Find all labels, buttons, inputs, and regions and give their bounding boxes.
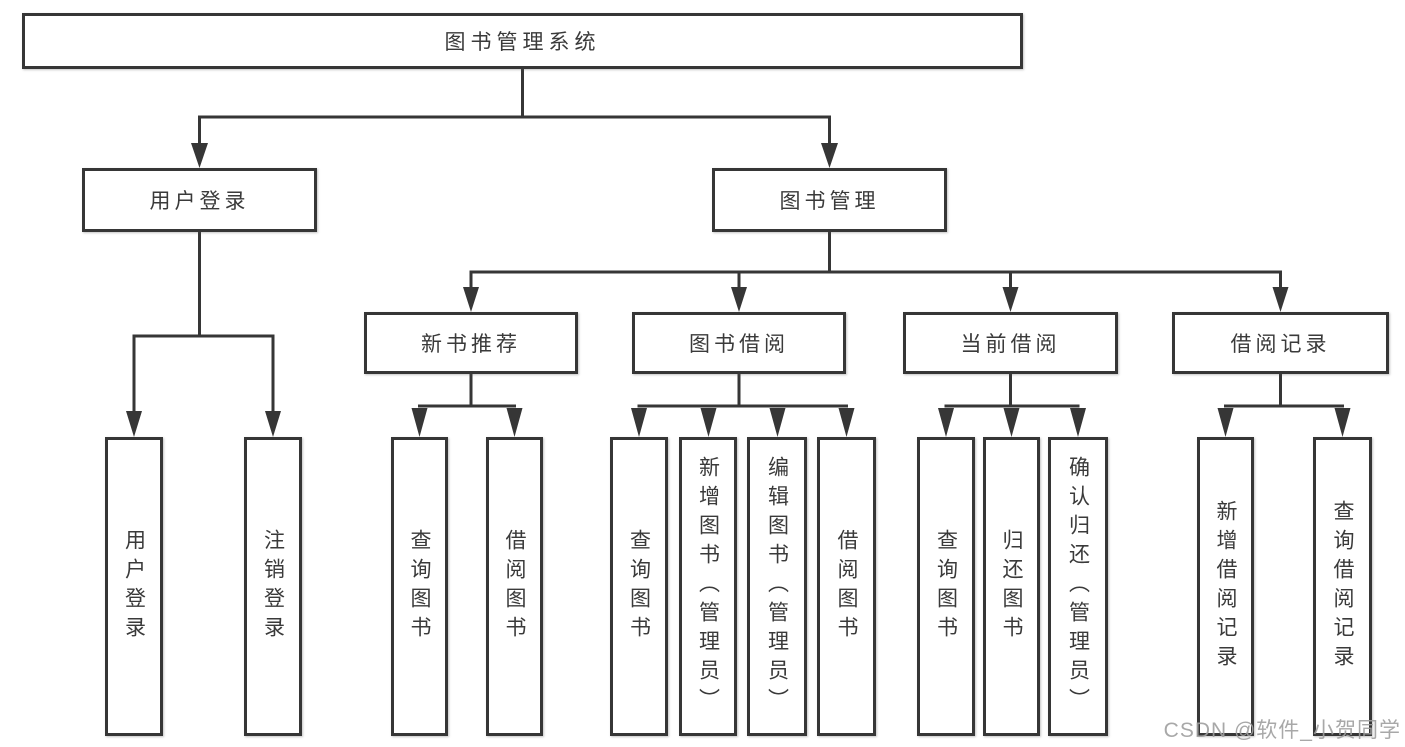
leaf-borrow-books-recommend: 借阅图书 xyxy=(486,437,543,736)
leaf-query-books-borrow-label: 查询图书 xyxy=(627,528,651,645)
leaf-query-books-current-label: 查询图书 xyxy=(934,528,958,645)
leaf-edit-book-admin-label: 编辑图书（管理员） xyxy=(765,456,789,717)
leaf-logout-label: 注销登录 xyxy=(261,528,285,645)
node-current-borrow: 当前借阅 xyxy=(903,312,1118,374)
leaf-user-login: 用户登录 xyxy=(105,437,163,736)
node-root: 图书管理系统 xyxy=(22,13,1023,69)
leaf-borrow-books-label: 借阅图书 xyxy=(835,528,858,645)
leaf-confirm-return-admin: 确认归还（管理员） xyxy=(1048,437,1108,736)
leaf-logout: 注销登录 xyxy=(244,437,302,736)
node-book-management-label: 图书管理 xyxy=(779,190,880,213)
leaf-return-book: 归还图书 xyxy=(983,437,1040,736)
leaf-add-borrow-record-label: 新增借阅记录 xyxy=(1214,499,1237,674)
watermark-text: CSDN @软件_小贺同学 xyxy=(1163,719,1401,742)
node-new-book-recommend: 新书推荐 xyxy=(364,312,578,374)
arrowheads xyxy=(126,143,1351,437)
leaf-confirm-return-admin-label: 确认归还（管理员） xyxy=(1066,456,1090,717)
leaf-user-login-label: 用户登录 xyxy=(122,528,146,645)
leaf-query-borrow-record-label: 查询借阅记录 xyxy=(1331,499,1354,674)
node-borrow-records: 借阅记录 xyxy=(1172,312,1389,374)
leaf-borrow-books: 借阅图书 xyxy=(817,437,876,736)
node-current-borrow-label: 当前借阅 xyxy=(960,333,1061,356)
node-user-login: 用户登录 xyxy=(82,168,317,232)
node-root-label: 图书管理系统 xyxy=(444,31,601,54)
leaf-query-books-borrow: 查询图书 xyxy=(610,437,668,736)
leaf-edit-book-admin: 编辑图书（管理员） xyxy=(747,437,807,736)
connector-path xyxy=(132,69,1344,413)
node-book-management: 图书管理 xyxy=(712,168,947,232)
node-new-book-recommend-label: 新书推荐 xyxy=(421,333,521,356)
node-user-login-label: 用户登录 xyxy=(149,190,250,213)
leaf-return-book-label: 归还图书 xyxy=(1000,528,1023,645)
leaf-add-borrow-record: 新增借阅记录 xyxy=(1197,437,1254,736)
leaf-borrow-books-recommend-label: 借阅图书 xyxy=(503,528,526,645)
leaf-query-borrow-record: 查询借阅记录 xyxy=(1313,437,1372,736)
leaf-query-books-recommend-label: 查询图书 xyxy=(408,528,431,645)
node-book-borrow: 图书借阅 xyxy=(632,312,846,374)
leaf-add-book-admin-label: 新增图书（管理员） xyxy=(696,456,720,717)
leaf-add-book-admin: 新增图书（管理员） xyxy=(679,437,737,736)
node-book-borrow-label: 图书借阅 xyxy=(689,333,789,356)
node-borrow-records-label: 借阅记录 xyxy=(1230,333,1331,356)
leaf-query-books-current: 查询图书 xyxy=(917,437,975,736)
leaf-query-books-recommend: 查询图书 xyxy=(391,437,448,736)
